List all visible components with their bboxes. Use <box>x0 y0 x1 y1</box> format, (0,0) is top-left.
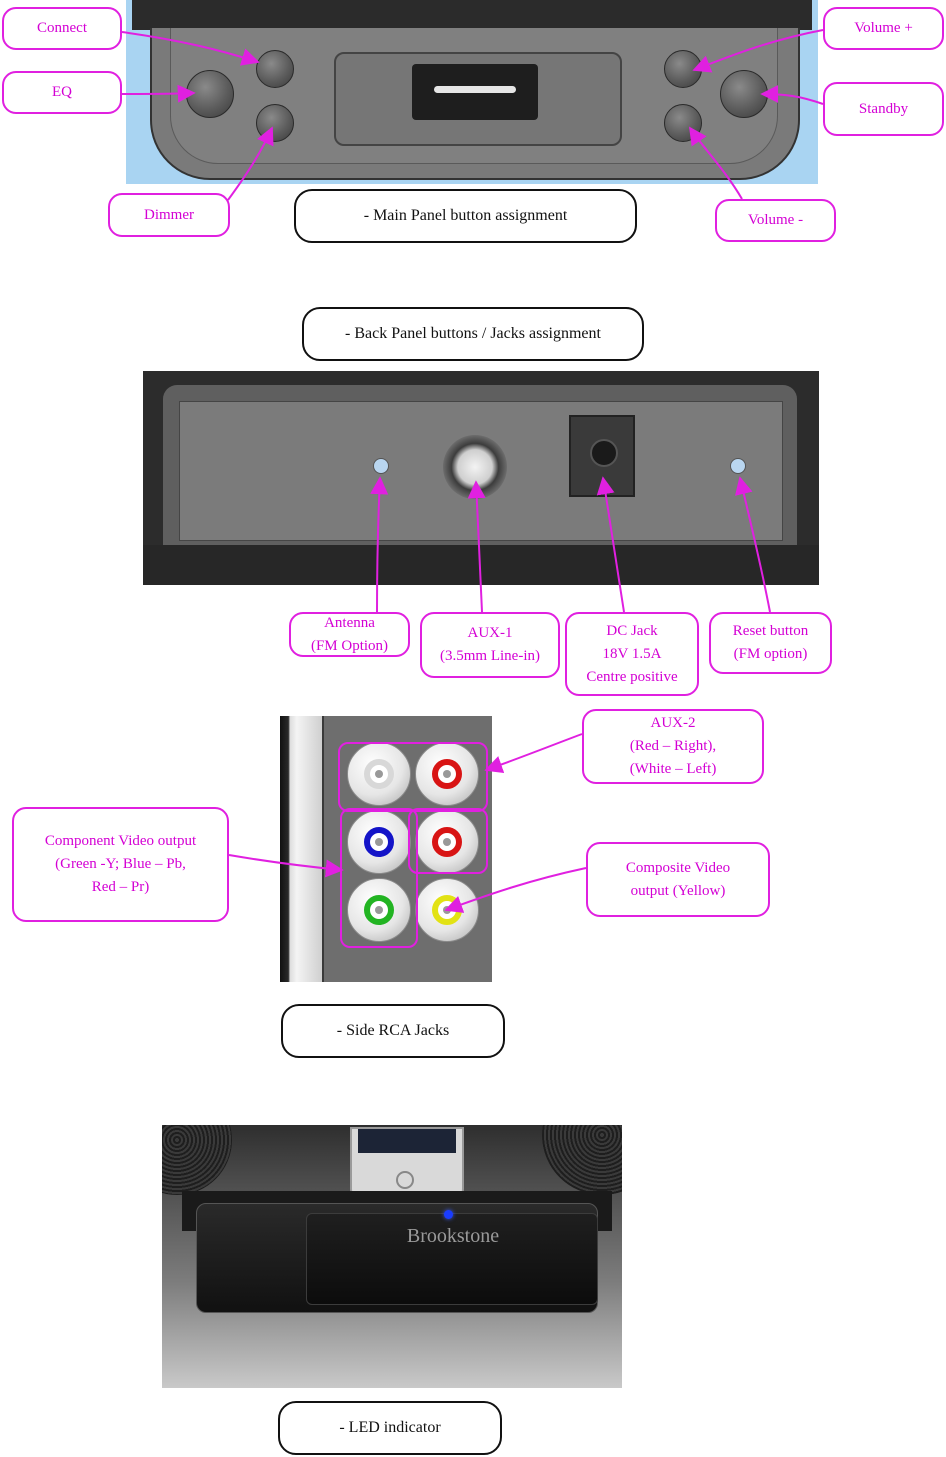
component-label-line2: (Green -Y; Blue – Pb, <box>55 856 186 872</box>
back-panel-bottom-edge <box>143 545 819 585</box>
component-group-outline-top <box>408 808 488 874</box>
component-label-line3: Red – Pr) <box>91 879 150 895</box>
back-panel-caption: - Back Panel buttons / Jacks assignment <box>302 307 644 361</box>
reset-button[interactable] <box>730 458 746 474</box>
brand-logo: Brookstone <box>378 1221 528 1251</box>
reset-label-line2: (FM option) <box>733 646 808 662</box>
docked-player <box>350 1127 464 1203</box>
player-screen <box>358 1129 456 1153</box>
antenna-label-line1: Antenna <box>324 614 375 631</box>
aux2-label-line2: (Red – Right), <box>629 738 717 754</box>
dock-connector-slot <box>434 86 516 93</box>
side-rca-photo <box>280 716 492 982</box>
aux2-group-outline <box>338 742 488 812</box>
eq-button[interactable] <box>186 70 234 118</box>
aux2-red-jack <box>415 742 479 806</box>
main-panel-caption: - Main Panel button assignment <box>294 189 637 243</box>
dock-front-face <box>306 1213 598 1305</box>
led-caption: - LED indicator <box>278 1401 502 1455</box>
standby-button[interactable] <box>720 70 768 118</box>
aux2-label-line1: AUX-2 <box>650 715 696 731</box>
volume-minus-label: Volume - <box>747 212 804 228</box>
speaker-grille-left <box>162 1125 232 1195</box>
aux2-arrow <box>484 733 583 774</box>
component-label-line1: Component Video output <box>44 833 197 849</box>
dimmer-callout: Dimmer <box>108 193 230 237</box>
aux1-jack <box>443 435 507 499</box>
antenna-callout: Antenna (FM Option) <box>289 612 410 657</box>
dc-jack-label-line1: DC Jack <box>606 622 658 639</box>
reset-callout: Reset button (FM option) <box>709 612 832 674</box>
dc-jack-label-line2: 18V 1.5A <box>602 645 662 662</box>
dc-jack-callout: DC Jack 18V 1.5A Centre positive <box>565 612 699 696</box>
led-photo: Brookstone <box>162 1125 622 1388</box>
antenna-jack <box>373 458 389 474</box>
side-rca-caption-text: - Side RCA Jacks <box>336 1022 450 1039</box>
composite-yellow-pin <box>443 906 451 914</box>
antenna-label-line2: (FM Option) <box>310 637 389 654</box>
composite-callout: Composite Video output (Yellow) <box>586 842 770 917</box>
led-caption-text: - LED indicator <box>339 1419 441 1436</box>
aux1-label-line2: (3.5mm Line-in) <box>440 648 540 664</box>
volume-minus-button[interactable] <box>664 104 702 142</box>
brand-logo-text: Brookstone <box>406 1225 500 1247</box>
aux2-white-pin <box>375 770 383 778</box>
side-rca-caption: - Side RCA Jacks <box>281 1004 505 1058</box>
blue-led-indicator <box>444 1210 453 1219</box>
dc-jack <box>569 415 635 497</box>
volume-plus-label: Volume + <box>854 20 913 36</box>
eq-callout: EQ <box>2 71 122 114</box>
dock-connector <box>412 64 538 120</box>
dc-jack-label-line3: Centre positive <box>586 668 678 685</box>
standby-label: Standby <box>858 100 909 117</box>
main-panel-caption-text: - Main Panel button assignment <box>363 207 568 224</box>
aux2-red-pin <box>443 770 451 778</box>
speaker-grille-right <box>542 1125 622 1195</box>
component-green-pin <box>375 906 383 914</box>
component-red-jack <box>415 810 479 874</box>
connect-label: Connect <box>37 20 87 36</box>
composite-label-line1: Composite Video <box>625 859 731 876</box>
component-red-pin <box>443 838 451 846</box>
volume-plus-button[interactable] <box>664 50 702 88</box>
composite-yellow-jack <box>415 878 479 942</box>
reset-label-line1: Reset button <box>732 623 809 639</box>
volume-plus-callout: Volume + <box>823 7 944 50</box>
component-callout: Component Video output (Green -Y; Blue –… <box>12 807 229 922</box>
standby-callout: Standby <box>823 82 944 136</box>
aux2-label-line3: (White – Left) <box>629 761 717 777</box>
eq-label: EQ <box>52 84 72 100</box>
aux1-label-line1: AUX-1 <box>467 625 513 641</box>
back-panel-caption-text: - Back Panel buttons / Jacks assignment <box>345 325 601 342</box>
dimmer-button[interactable] <box>256 104 294 142</box>
component-red-ring <box>432 827 462 857</box>
connect-button[interactable] <box>256 50 294 88</box>
main-panel-photo <box>126 0 818 184</box>
player-home-button <box>396 1171 414 1189</box>
composite-label-line2: output (Yellow) <box>630 882 726 899</box>
component-blue-pin <box>375 838 383 846</box>
component-green-jack <box>347 878 411 942</box>
aux1-callout: AUX-1 (3.5mm Line-in) <box>420 612 560 678</box>
device-top-edge <box>132 0 812 30</box>
component-group-outline-left <box>340 808 418 948</box>
component-blue-jack <box>347 810 411 874</box>
dc-jack-socket <box>590 439 618 467</box>
dimmer-label: Dimmer <box>144 206 194 223</box>
side-housing-edge <box>280 716 322 982</box>
aux2-callout: AUX-2 (Red – Right), (White – Left) <box>582 709 764 784</box>
connect-callout: Connect <box>2 7 122 50</box>
volume-minus-callout: Volume - <box>715 199 836 242</box>
back-panel-photo <box>143 371 819 585</box>
